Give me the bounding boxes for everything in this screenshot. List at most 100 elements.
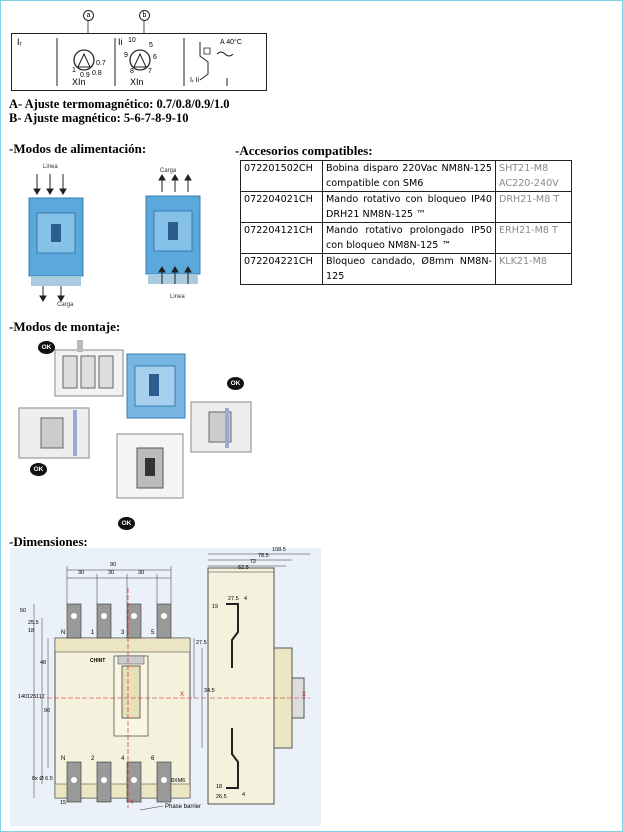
dim-left-125: 125 [27, 694, 37, 700]
acc-desc: Bobina disparo 220Vac NM8N-125 compatibl… [322, 160, 496, 192]
carga-label-right: Carga [160, 168, 177, 174]
thermal-scale-1: 1 [72, 67, 76, 74]
dial-drawing [56, 38, 234, 86]
magnetic-scale-8: 8 [130, 68, 134, 75]
acc-code: 072204021CH [240, 191, 323, 223]
table-row: 072201502CH Bobina disparo 220Vac NM8N-1… [240, 160, 572, 192]
axis-x-side: X [302, 692, 307, 698]
dim-left-117: 117 [36, 694, 45, 700]
acc-ref: ERH21-M8 T [495, 222, 572, 254]
carga-label-left: Carga [57, 302, 74, 308]
accesorios-table: 072201502CH Bobina disparo 220Vac NM8N-1… [240, 160, 572, 285]
dim-top-30a: 30 [78, 570, 85, 576]
terminal-bottom-n: N [61, 756, 66, 762]
ii-label: Ii [118, 37, 123, 47]
marker-leaders [87, 20, 145, 34]
mount-top-left [54, 340, 124, 397]
dim-bottom-18: 18 [216, 784, 223, 790]
ok-badge: OK [227, 377, 244, 390]
thermal-scale-08: 0.8 [92, 70, 102, 77]
temp-label: A 40°C [220, 39, 242, 46]
mount-right [190, 401, 252, 453]
dim-width-785: 78.5 [258, 553, 269, 559]
side-body [207, 567, 275, 805]
dim-left-96: 96 [44, 708, 51, 714]
alimentacion-diagram: Linea Carga Carga Linea [28, 164, 201, 308]
thermal-scale-07: 0.7 [96, 60, 106, 67]
dimensiones-drawing: 108.5 78.5 72 62.5 90 30 30 30 50 25.5 1… [10, 547, 321, 826]
axis-y: Y [130, 800, 135, 806]
marker-b: b [139, 10, 150, 21]
terminal-top-5: 5 [151, 630, 155, 636]
dim-left-255: 25.5 [28, 620, 39, 626]
terminal-bottom-2: 2 [91, 756, 95, 762]
terminal-bottom-4: 4 [121, 756, 125, 762]
dim-left-18: 18 [28, 628, 35, 634]
thermal-scale-09: 0.9 [80, 72, 90, 79]
mount-left [18, 407, 90, 459]
dim-side-19: 19 [212, 604, 219, 610]
acc-desc: Mando rotativo con bloqueo IP40 DRH21 NM… [322, 191, 496, 223]
acc-desc: Mando rotativo prolongado IP50 con bloqu… [322, 222, 496, 254]
acc-desc: Bloqueo candado, Ø8mm NM8N-125 [322, 253, 496, 285]
heading-alimentacion: -Modos de alimentación: [9, 141, 147, 156]
dim-side-345: 34.5 [204, 688, 215, 694]
terminal-top-n: N [61, 630, 66, 636]
xin-thermal: XIn [72, 77, 86, 87]
dim-width-1085: 108.5 [272, 547, 286, 553]
magnetic-scale-5: 5 [149, 42, 153, 49]
dim-bottom-15: 15 [60, 800, 67, 806]
dim-bottom-265: 26.5 [216, 794, 227, 800]
dim-left-50: 50 [20, 608, 27, 614]
ir-ii-label: Iᵣ Ii [190, 77, 200, 84]
ok-badge: OK [30, 463, 47, 476]
heading-accesorios: -Accesorios compatibles: [235, 143, 373, 158]
magnetic-scale-10: 10 [128, 37, 136, 44]
phase-barrier-label: Phase barrier [165, 804, 202, 810]
terminal-top-1: 1 [91, 630, 95, 636]
table-row: 072204021CH Mando rotativo con bloqueo I… [240, 191, 572, 223]
hole-label: 8x Ø 6.5 [32, 776, 53, 782]
mount-bottom [116, 433, 184, 499]
acc-code: 072201502CH [240, 160, 323, 192]
table-row: 072204221CH Bloqueo candado, Ø8mm NM8N-1… [240, 253, 572, 285]
dim-side-275b: 27.5 [196, 640, 207, 646]
terminal-top-3: 3 [121, 630, 125, 636]
xin-magnetic: XIn [130, 77, 144, 87]
terminal-bottom-6: 6 [151, 756, 155, 762]
marker-a: a [83, 10, 94, 21]
ok-badge: OK [118, 517, 135, 530]
acc-code: 072204121CH [240, 222, 323, 254]
dimensions-svg [33, 553, 310, 811]
heading-montaje: -Modos de montaje: [9, 319, 121, 334]
dim-left-48: 48 [40, 660, 47, 666]
brand-label: CHINT [90, 658, 106, 664]
heading-dimensiones: -Dimensiones: [9, 534, 88, 549]
dim-top-30b: 30 [108, 570, 115, 576]
dim-width-72: 72 [250, 559, 257, 565]
acc-ref: SHT21-M8 AC220-240V [495, 160, 572, 192]
dim-side-275: 27.5 [228, 596, 239, 602]
ir-label: Iᵣ [17, 37, 22, 47]
mount-center-blue [126, 353, 186, 419]
dim-top-90: 90 [110, 562, 117, 568]
acc-code: 072204221CH [240, 253, 323, 285]
screw-label: 8XM6 [171, 778, 186, 784]
montaje-diagram [18, 340, 252, 499]
table-row: 072204121CH Mando rotativo prolongado IP… [240, 222, 572, 254]
axis-x-front: X [180, 692, 185, 698]
dial-diagram: Iᵣ Ii 1 0.9 0.8 0.7 10 5 9 6 8 7 XIn XIn… [11, 33, 267, 91]
ok-badge: OK [38, 341, 55, 354]
dim-width-625: 62.5 [238, 565, 249, 571]
acc-ref: KLK21-M8 [495, 253, 572, 285]
linea-label-left: Linea [43, 164, 58, 170]
dim-bottom-4: 4 [242, 792, 246, 798]
ajuste-b: B- Ajuste magnético: 5-6-7-8-9-10 [9, 111, 189, 125]
dim-side-4: 4 [244, 596, 248, 602]
dim-left-140: 140 [18, 694, 28, 700]
linea-label-right: Linea [170, 294, 185, 300]
ajuste-a: A- Ajuste termomagnético: 0.7/0.8/0.9/1.… [9, 97, 230, 111]
magnetic-scale-9: 9 [124, 52, 128, 59]
magnetic-scale-6: 6 [153, 54, 157, 61]
magnetic-scale-7: 7 [148, 68, 152, 75]
